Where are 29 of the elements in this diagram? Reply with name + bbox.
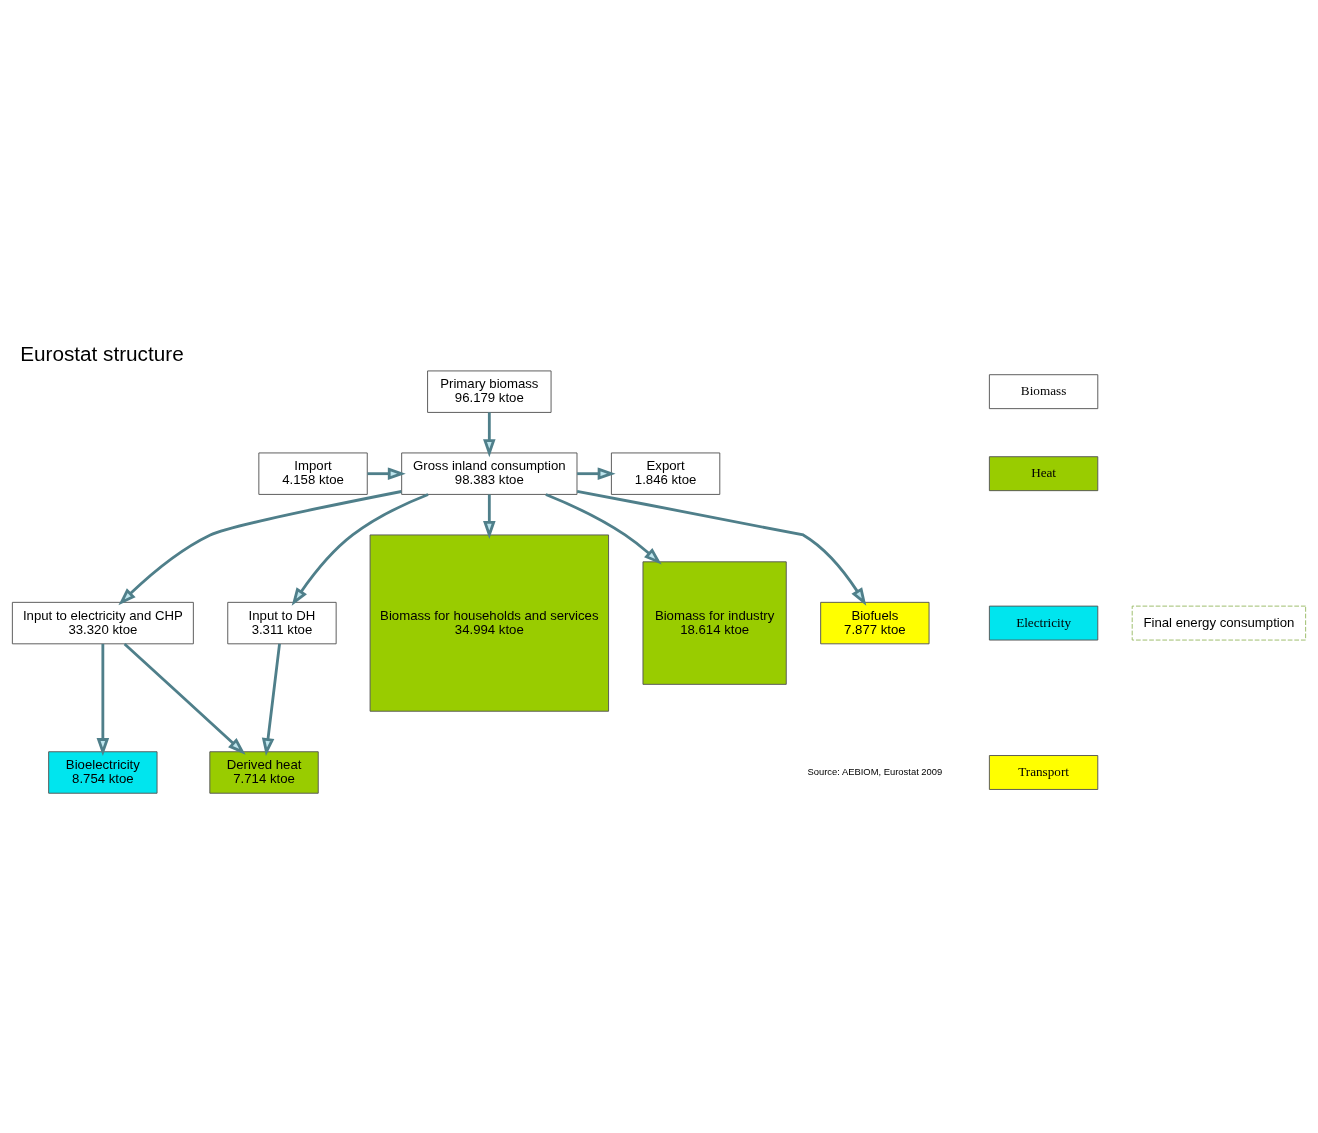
node-box: Final energy consumption xyxy=(1131,605,1307,640)
node-box: Heat xyxy=(988,455,1099,491)
node-box: Transport xyxy=(988,754,1099,790)
node-box: Derived heat 7.714 ktoe xyxy=(209,750,319,794)
node-box: Input to electricity and CHP 33.320 ktoe xyxy=(11,601,194,644)
node-box: Primary biomass 96.179 ktoe xyxy=(427,369,552,413)
arrow xyxy=(545,492,662,565)
arrow xyxy=(118,489,402,605)
arrow xyxy=(577,466,616,480)
arrow xyxy=(96,643,110,756)
caption: Source: AEBIOM, Eurostat 2009 xyxy=(807,765,943,777)
node-box: Bioelectricity 8.754 ktoe xyxy=(48,750,158,794)
node-box: Export 1.846 ktoe xyxy=(610,451,721,495)
node-box: Biomass xyxy=(988,373,1099,409)
node-box: Biomass for industry 18.614 ktoe xyxy=(642,560,787,685)
node-box: Input to DH 3.311 ktoe xyxy=(227,601,337,644)
node-box: Biofuels 7.877 ktoe xyxy=(820,601,930,644)
arrow xyxy=(123,642,246,755)
arrow xyxy=(261,643,281,756)
arrow xyxy=(576,489,867,606)
node-box: Import 4.158 ktoe xyxy=(258,451,368,495)
node-box: Electricity xyxy=(988,605,1099,640)
node-box: Gross inland consumption 98.383 ktoe xyxy=(401,451,578,495)
arrow xyxy=(367,466,406,480)
node-box: Biomass for households and services 34.994 ktoe xyxy=(369,534,610,712)
arrow xyxy=(483,411,496,457)
diagram-title: Eurostat structure xyxy=(20,341,184,365)
arrow xyxy=(291,492,429,606)
arrow xyxy=(483,494,496,539)
